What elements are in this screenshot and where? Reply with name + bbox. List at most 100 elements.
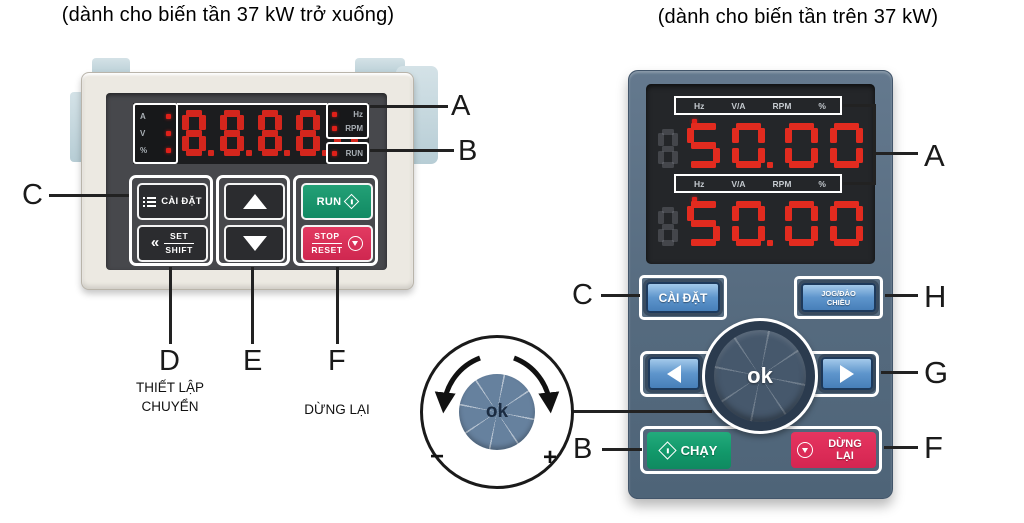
callout-letter-d: D [159,345,180,377]
row1-ghost-digit [658,129,678,168]
cai-dat-button[interactable]: CÀI ĐẶT [137,183,208,220]
callout-letter-b-right: B [573,433,593,465]
left-panel-title: (dành cho biến tần 37 kW trở xuống) [61,4,395,26]
unit-indicator-box-right: Hz RPM [326,103,369,139]
row2-ghost-digit [658,207,678,246]
row2-unit-led [692,197,697,202]
callout-a-stub-bottom [843,182,876,185]
volt-indicator-led [166,131,171,136]
volt-unit-label: V [140,129,146,138]
va-label: V/A [731,100,746,111]
caption-thiet-lap: THIẾT LẬP [135,380,205,395]
cw-arrow-icon [513,355,560,414]
cai-dat-button-right[interactable]: CÀI ĐẶT [646,282,720,313]
callout-c-line [49,194,129,197]
run-indicator-led [332,150,337,156]
hz-unit-label: Hz [353,109,363,119]
right-arrow-button[interactable] [821,357,873,390]
callout-c-line-right [601,294,640,297]
set-shift-button[interactable]: « SET SHIFT [137,225,208,262]
button-group-arrows [216,175,290,266]
right-panel-title: (dành cho biến tần trên 37 kW) [657,6,939,28]
percent-label-2: % [818,178,826,189]
chay-button[interactable]: CHẠY [647,432,731,469]
dung-lai-circle-icon [797,442,813,458]
ok-knob[interactable]: ok [702,318,818,434]
shift-chevrons-icon: « [150,234,160,251]
callout-f-caption: DỪNG LẠI [304,402,370,417]
callout-letter-f-right: F [924,430,943,465]
unit-indicator-box-left: A V % [133,103,178,164]
callout-letter-e: E [243,345,263,377]
callout-a-line [370,105,448,108]
hz-label-2: Hz [694,178,705,189]
callout-letter-c-right: C [572,279,593,311]
left-arrow-button[interactable] [648,357,700,390]
shift-label: SHIFT [165,245,193,255]
inset-ok-label: ok [485,401,509,422]
stop-label: STOP [314,231,340,242]
ok-knob-label: ok [747,363,773,388]
down-arrow-button[interactable] [224,225,285,262]
row1-display-value [687,123,863,168]
ccw-arrow-icon [434,355,481,414]
down-arrow-icon [242,236,267,251]
caption-chuyen: CHUYỂN [141,398,199,414]
callout-c-box [639,275,727,320]
callout-e-line [251,267,254,344]
row2-display-value [687,201,863,246]
callout-letter-a: A [451,90,471,122]
callout-f-line-right [884,446,918,449]
amp-indicator-led [166,114,171,119]
run-button[interactable]: RUN [301,183,373,220]
callout-a-stub-top [843,104,876,107]
jog-dao-chieu-label: JOG/ĐẢO CHIỀU [821,288,856,307]
chay-label: CHẠY [680,443,718,458]
run-indicator-box: RUN [326,142,369,164]
row1-unit-led [692,119,697,124]
menu-icon [143,196,157,207]
set-label: SET [170,231,189,242]
callout-d-line [169,267,172,344]
callout-a-line-right [876,152,918,155]
dung-lai-button[interactable]: DỪNG LẠI [791,432,876,468]
plus-sign: + [543,444,558,471]
run-diamond-icon [344,193,360,210]
percent-label: % [818,100,826,111]
stop-reset-button[interactable]: STOP RESET [301,225,373,262]
rpm-unit-label: RPM [345,123,363,133]
callout-letter-b: B [458,135,478,167]
amp-unit-label: A [140,112,146,121]
ok-knob-disc: ok [714,330,806,422]
run-label: RUN [316,195,342,208]
callout-b-line [370,149,454,152]
chay-diamond-icon [657,441,677,460]
up-arrow-icon [242,194,267,209]
rotation-arrows [434,355,560,414]
run-indicator-label: RUN [345,148,363,158]
callout-letter-h: H [924,279,947,314]
up-arrow-button[interactable] [224,183,285,220]
cai-dat-right-label: CÀI ĐẶT [658,290,708,305]
mounting-tab-top-left [92,58,130,76]
callout-d-caption: THIẾT LẬP CHUYỂN [110,379,230,417]
callout-h-line [885,294,918,297]
dung-lai-label: DỪNG LẠI [828,438,862,462]
callout-g-line [881,371,918,374]
mounting-tab-top-right [355,58,405,76]
jog-dao-chieu-button[interactable]: JOG/ĐẢO CHIỀU [801,283,876,312]
callout-letter-f: F [328,345,346,377]
minus-sign: − [430,443,445,470]
inset-connector-line [570,410,712,413]
unit-label-strip-1: Hz V/A RPM % [674,96,842,115]
callout-b-line-right [602,448,642,451]
rpm-indicator-led [332,125,337,131]
stop-reset-divider [312,243,342,244]
button-group-run-stop: RUN STOP RESET [293,175,378,266]
callout-a-bracket [873,104,876,185]
button-group-settings: CÀI ĐẶT « SET SHIFT [129,175,213,266]
percent-indicator-led [166,148,171,153]
reset-label: RESET [311,245,343,255]
set-shift-divider [164,243,195,244]
